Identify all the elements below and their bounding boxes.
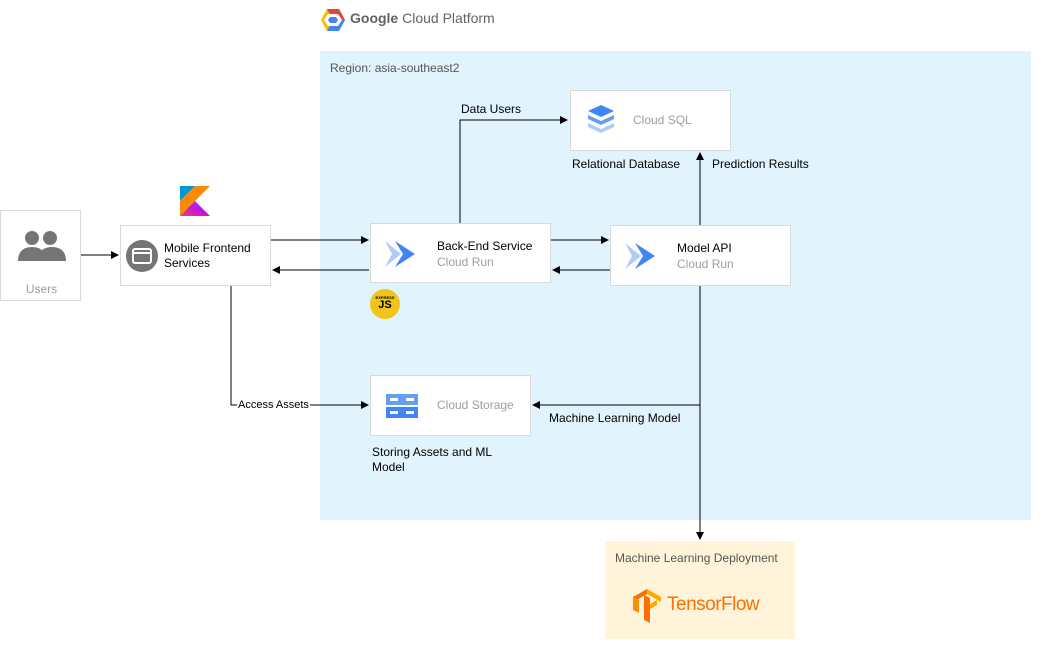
cloud-storage-icon bbox=[386, 394, 418, 419]
mobile-frontend-node[interactable]: Mobile Frontend Services bbox=[120, 225, 271, 286]
model-api-node[interactable]: Model API Cloud Run bbox=[610, 225, 791, 286]
platform-brand: Google bbox=[350, 10, 399, 26]
cloud-storage-caption-line1: Storing Assets and ML bbox=[372, 445, 493, 459]
expressjs-badge-big: JS bbox=[378, 299, 392, 311]
backend-subtitle: Cloud Run bbox=[437, 255, 494, 269]
edge-label-data-users: Data Users bbox=[461, 102, 522, 116]
platform-name: Cloud Platform bbox=[402, 10, 495, 26]
cloud-storage-label: Cloud Storage bbox=[437, 398, 514, 412]
cloud-storage-node[interactable]: Cloud Storage bbox=[370, 375, 531, 436]
backend-title: Back-End Service bbox=[437, 239, 533, 253]
edge-mobile-to-storage bbox=[230, 286, 369, 409]
kotlin-logo-icon bbox=[180, 186, 210, 216]
users-icon bbox=[16, 229, 68, 263]
edge-modelapi-to-storage bbox=[532, 286, 701, 409]
users-node[interactable]: Users bbox=[0, 210, 81, 301]
expressjs-badge-icon: EXPRESS JS bbox=[370, 289, 400, 319]
users-label: Users bbox=[25, 282, 58, 296]
cloud-run-icon bbox=[623, 239, 657, 273]
ml-deployment-label: Machine Learning Deployment bbox=[615, 551, 778, 565]
cloud-sql-node[interactable]: Cloud SQL bbox=[570, 90, 731, 151]
tensorflow-logo-icon bbox=[631, 589, 663, 623]
edge-label-ml-model: Machine Learning Model bbox=[549, 411, 681, 425]
cloud-sql-caption: Relational Database bbox=[572, 157, 681, 171]
region-label: Region: asia-southeast2 bbox=[330, 61, 460, 75]
mobile-frontend-line1: Mobile Frontend bbox=[164, 241, 251, 255]
mobile-app-icon bbox=[126, 240, 158, 272]
gcp-logo-icon bbox=[320, 8, 346, 32]
ml-deployment-node[interactable]: Machine Learning Deployment TensorFlow bbox=[605, 541, 795, 639]
model-api-subtitle: Cloud Run bbox=[677, 257, 734, 271]
cloud-sql-label: Cloud SQL bbox=[633, 113, 692, 127]
mobile-frontend-line2: Services bbox=[164, 256, 211, 270]
tensorflow-logo-text: TensorFlow bbox=[667, 594, 760, 615]
cloud-run-icon bbox=[383, 237, 417, 271]
cloud-sql-icon bbox=[588, 105, 614, 135]
edge-label-prediction-results: Prediction Results bbox=[712, 157, 809, 171]
cloud-storage-caption-line2: Model bbox=[372, 460, 405, 474]
edge-backend-to-sql bbox=[459, 116, 568, 223]
expressjs-badge-small: EXPRESS bbox=[375, 295, 395, 300]
edge-label-access-assets: Access Assets bbox=[237, 399, 310, 411]
model-api-title: Model API bbox=[677, 241, 732, 255]
backend-service-node[interactable]: Back-End Service Cloud Run bbox=[370, 223, 551, 283]
platform-title: Google Cloud Platform bbox=[350, 10, 495, 26]
